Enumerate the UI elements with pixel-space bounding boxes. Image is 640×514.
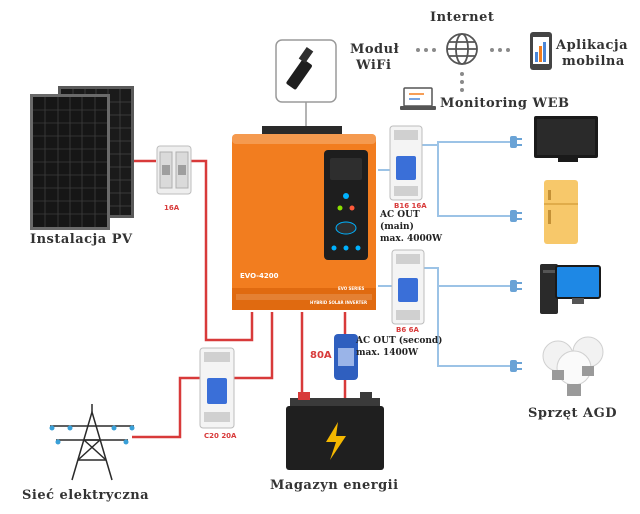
fridge-icon [544, 180, 578, 244]
ac-second-label-2: max. 1400W [356, 348, 419, 358]
wifi-label-line1: Moduł [350, 42, 400, 57]
grid-breaker-icon [199, 347, 235, 429]
computer-icon [540, 264, 601, 314]
laptop-icon [400, 87, 436, 110]
grid-breaker-to-inverter-line [232, 312, 274, 380]
pv-breaker-rating: 16A [164, 204, 180, 212]
out-second-breaker-icon [391, 249, 425, 325]
light-bulbs-icon [542, 336, 604, 396]
inverter-icon [232, 126, 376, 310]
ac-wiring [378, 141, 512, 367]
out-main-breaker-rating: B16 16A [394, 202, 427, 210]
out-second-breaker-rating: B6 6A [396, 326, 419, 334]
monitoring-label: Monitoring WEB [440, 96, 570, 111]
plug-icon [510, 210, 522, 222]
ac-main-label-3: max. 4000W [380, 234, 443, 244]
app-label-line1: Aplikacja [556, 38, 629, 53]
pv-breaker-icon [156, 145, 192, 195]
pylon-insulators [49, 425, 135, 445]
battery-fuse-rating: 80A [310, 350, 332, 361]
ac-to-tv-line [421, 141, 512, 146]
appliances-label: Sprzęt AGD [528, 406, 617, 421]
grid-to-breaker-line [132, 376, 202, 439]
wifi-label-line2: WiFi [356, 58, 392, 73]
pv-breaker-to-inverter-line [190, 159, 254, 342]
mobile-phone-icon [530, 32, 552, 70]
ac-main-label-1: AC OUT [380, 210, 420, 220]
ac-main-label-2: (main) [380, 222, 414, 232]
power-pylon-icon [50, 404, 134, 481]
plug-icon [510, 280, 522, 292]
ac-to-pc-line [421, 267, 512, 287]
lightning-icon [326, 422, 346, 460]
wifi-module-icon [275, 39, 337, 126]
inverter-subtitle: HYBRID SOLAR INVERTER [310, 300, 368, 305]
internet-label: Internet [430, 10, 495, 25]
plug-icon [510, 360, 522, 372]
battery-label: Magazyn energii [270, 478, 399, 493]
grid-breaker-rating: C20 20A [204, 432, 237, 440]
plug-symbols [510, 136, 522, 372]
tv-icon [534, 116, 598, 162]
ac-to-lamps-line [437, 286, 512, 367]
solar-panel-icon [30, 86, 134, 230]
pv-label: Instalacja PV [30, 232, 133, 247]
out-main-breaker-icon [389, 125, 423, 201]
battery-fuse-icon [334, 334, 358, 380]
ac-to-fridge-line [437, 145, 512, 217]
grid-label: Sieć elektryczna [22, 488, 150, 503]
inverter-series: EVO SERIES [338, 286, 365, 291]
plug-icon [510, 136, 522, 148]
battery-icon [286, 392, 384, 470]
inverter-model: EVO-4200 [240, 272, 279, 280]
app-label-line2: mobilna [562, 54, 625, 69]
internet-globe-icon [446, 33, 478, 65]
ac-second-label-1: AC OUT (second) [356, 336, 443, 346]
network-links [416, 48, 510, 92]
